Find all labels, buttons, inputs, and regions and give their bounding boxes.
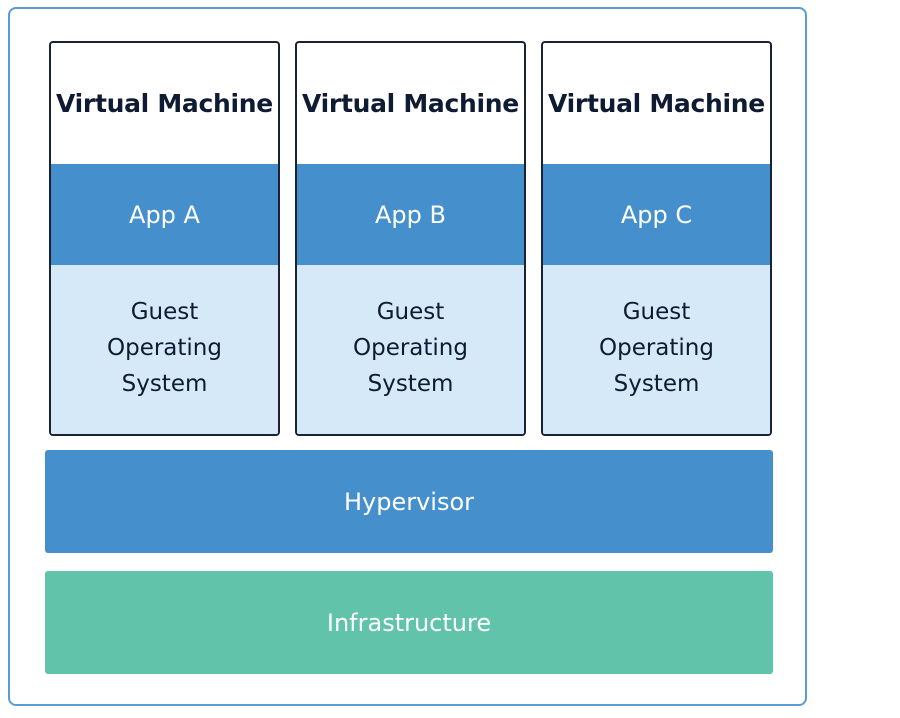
vm-title: Virtual Machine [302,88,519,118]
guest-os-line: System [367,370,454,397]
hypervisor-layer: Hypervisor [45,450,773,553]
guest-os-line: Operating [599,334,714,361]
virtual-machine-c: Virtual Machine App C Guest Operating Sy… [541,41,772,436]
app-layer: App B [297,164,524,265]
guest-os-line: Operating [107,334,222,361]
guest-os-line: Guest [376,298,445,325]
vm-title: Virtual Machine [548,88,765,118]
infrastructure-label: Infrastructure [326,608,492,637]
guest-os-layer: Guest Operating System [297,265,524,434]
guest-os-layer: Guest Operating System [51,265,278,434]
virtual-machine-b: Virtual Machine App B Guest Operating Sy… [295,41,526,436]
app-layer: App C [543,164,770,265]
guest-os-line: Guest [130,298,199,325]
guest-os-line: System [121,370,208,397]
virtual-machine-a: Virtual Machine App A Guest Operating Sy… [49,41,280,436]
guest-os-layer: Guest Operating System [543,265,770,434]
guest-os-line: Operating [353,334,468,361]
vm-title: Virtual Machine [56,88,273,118]
hypervisor-label: Hypervisor [343,487,475,516]
app-layer: App A [51,164,278,265]
infrastructure-layer: Infrastructure [45,571,773,674]
guest-os-line: System [613,370,700,397]
guest-os-line: Guest [622,298,691,325]
